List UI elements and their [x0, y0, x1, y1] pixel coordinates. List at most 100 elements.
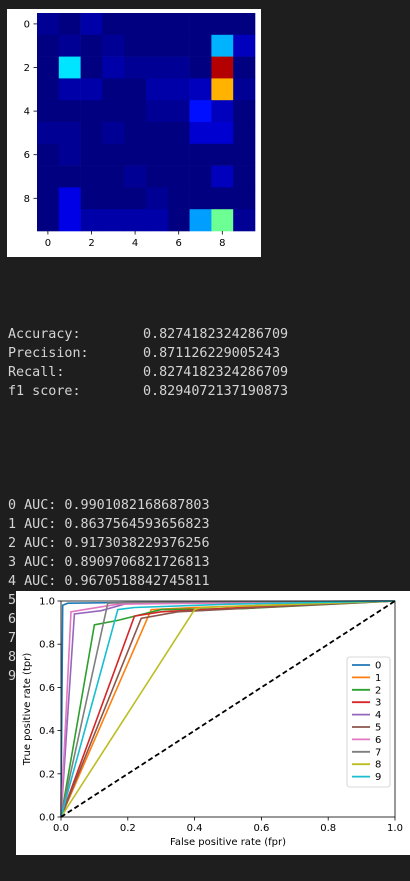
heatmap-cell: [233, 13, 256, 36]
legend-label: 0: [375, 661, 381, 672]
metric-row: Precision:0.871126229005243: [8, 344, 288, 363]
heatmap-cell: [233, 187, 256, 210]
metric-name: Recall:: [8, 365, 65, 380]
heatmap-cell: [58, 100, 81, 123]
heatmap-cell: [146, 78, 169, 101]
y-tick-label: 1.0: [39, 597, 55, 608]
heatmap-cell: [211, 122, 234, 145]
heatmap-cell: [80, 143, 103, 166]
heatmap-cell: [102, 34, 125, 57]
heatmap-cell: [58, 143, 81, 166]
auc-line: 1 AUC: 0.8637564593656823: [8, 517, 210, 532]
x-tick-label: 8: [219, 238, 225, 249]
heatmap-cell: [189, 165, 212, 188]
heatmap-cell: [124, 56, 147, 79]
heatmap-cell: [211, 187, 234, 210]
x-axis-label: False positive rate (fpr): [170, 837, 286, 848]
heatmap-cell: [58, 122, 81, 145]
heatmap-cell: [58, 165, 81, 188]
metric-name: f1 score:: [8, 384, 81, 399]
legend-label: 8: [375, 760, 381, 771]
y-tick-label: 0.2: [39, 769, 55, 780]
legend-label: 7: [375, 747, 381, 758]
heatmap-cell: [80, 165, 103, 188]
heatmap-cell: [189, 209, 212, 232]
heatmap-cell: [211, 13, 234, 36]
auc-line: 3 AUC: 0.8909706821726813: [8, 555, 210, 570]
metric-row: Recall:0.8274182324286709: [8, 363, 288, 382]
heatmap-cell: [37, 100, 60, 123]
x-tick-label: 0.2: [120, 823, 136, 834]
x-tick-label: 0.6: [253, 823, 269, 834]
y-tick-label: 0.8: [39, 640, 55, 651]
heatmap-cell: [189, 143, 212, 166]
heatmap-cell: [37, 56, 60, 79]
heatmap-cell: [102, 209, 125, 232]
heatmap-cell: [58, 78, 81, 101]
auc-line: 2 AUC: 0.9173038229376256: [8, 536, 210, 551]
heatmap-cell: [124, 209, 147, 232]
heatmap-cell: [189, 56, 212, 79]
heatmap-cell: [102, 78, 125, 101]
legend-label: 9: [375, 772, 381, 783]
heatmap-cell: [211, 78, 234, 101]
heatmap-cell: [37, 143, 60, 166]
metric-value: 0.8274182324286709: [143, 327, 289, 342]
legend-label: 5: [375, 723, 381, 734]
heatmap-cell: [124, 143, 147, 166]
heatmap-cell: [124, 34, 147, 57]
heatmap-cell: [167, 56, 190, 79]
y-tick-label: 6: [24, 150, 30, 161]
heatmap-cell: [102, 165, 125, 188]
y-tick-label: 0.4: [39, 726, 55, 737]
heatmap-cell: [146, 165, 169, 188]
heatmap-cell: [80, 209, 103, 232]
metric-value: 0.871126229005243: [143, 346, 281, 361]
heatmap-cell: [146, 56, 169, 79]
y-tick-label: 0.6: [39, 683, 55, 694]
heatmap-cell: [102, 100, 125, 123]
heatmap-cell: [58, 209, 81, 232]
heatmap-cell: [146, 34, 169, 57]
y-tick-label: 2: [24, 63, 30, 74]
heatmap-cell: [189, 187, 212, 210]
heatmap-cell: [146, 122, 169, 145]
legend-label: 2: [375, 685, 381, 696]
heatmap-cell: [58, 34, 81, 57]
heatmap-cell: [189, 34, 212, 57]
heatmap-cell: [80, 78, 103, 101]
heatmap-cell: [58, 13, 81, 36]
heatmap-cell: [102, 143, 125, 166]
heatmap-cell: [146, 143, 169, 166]
heatmap-cell: [124, 100, 147, 123]
heatmap-cell: [124, 122, 147, 145]
heatmap-cell: [211, 143, 234, 166]
heatmap-cell: [167, 13, 190, 36]
auc-line: 0 AUC: 0.9901082168687803: [8, 498, 210, 513]
heatmap-cell: [211, 56, 234, 79]
x-tick-label: 6: [176, 238, 182, 249]
auc-line: 4 AUC: 0.9670518842745811: [8, 574, 210, 589]
heatmap-cell: [189, 13, 212, 36]
chance-diagonal: [60, 600, 396, 818]
metric-row: f1 score:0.8294072137190873: [8, 382, 288, 401]
heatmap-cell: [211, 34, 234, 57]
heatmap-cell: [167, 187, 190, 210]
heatmap-cell: [80, 13, 103, 36]
heatmap-cell: [37, 34, 60, 57]
heatmap-cell: [189, 100, 212, 123]
y-tick-label: 4: [24, 107, 30, 118]
heatmap-cell: [211, 165, 234, 188]
heatmap-cell: [167, 209, 190, 232]
roc-series-9: [60, 600, 396, 818]
legend-label: 4: [375, 710, 381, 721]
x-tick-label: 0.0: [53, 823, 69, 834]
heatmap-cell: [211, 100, 234, 123]
heatmap-cell: [37, 78, 60, 101]
x-tick-label: 0.4: [187, 823, 203, 834]
y-tick-label: 8: [24, 194, 30, 205]
